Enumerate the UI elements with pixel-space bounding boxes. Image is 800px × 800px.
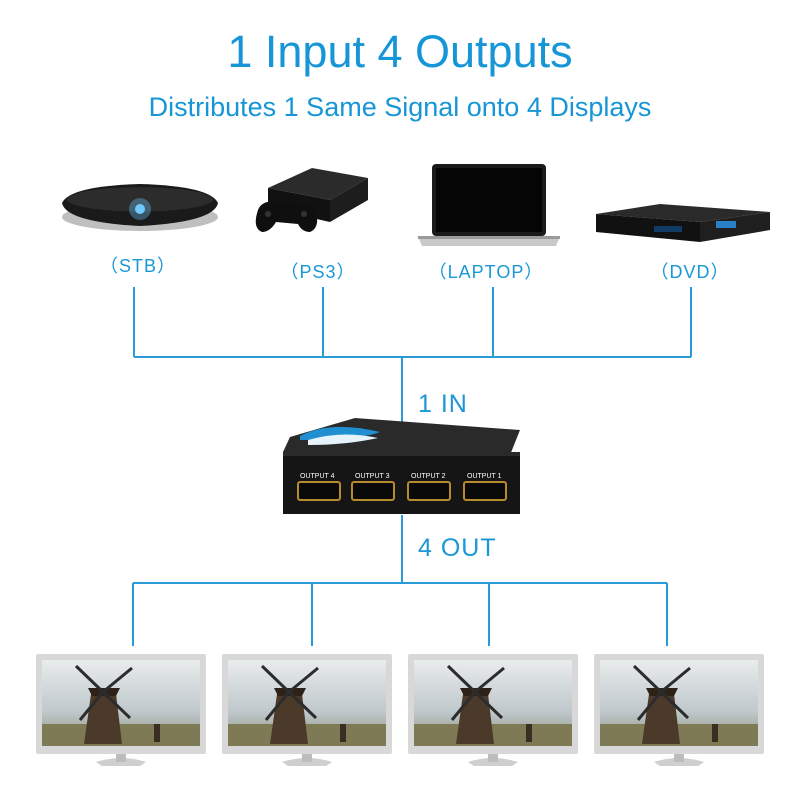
display-1 [34,652,208,768]
laptop-icon [418,164,560,246]
port-label-output-1: OUTPUT 1 [467,473,502,480]
page-subtitle: Distributes 1 Same Signal onto 4 Display… [148,92,652,122]
hdmi-port-output-4 [297,481,341,501]
display-2 [220,652,394,768]
display-3 [406,652,580,768]
hdmi-port-output-2 [407,481,451,501]
source-label-ps3: （PS3） [280,262,356,282]
port-label-output-3: OUTPUT 3 [355,473,390,480]
game-console-icon [255,168,368,232]
port-label-output-4: OUTPUT 4 [300,473,335,480]
display-4 [592,652,766,768]
hdmi-port-output-1 [463,481,507,501]
set-top-box-icon [62,184,218,231]
hdmi-ports [297,481,507,501]
source-label-dvd: （DVD） [650,262,730,282]
output-label: 4 OUT [418,534,497,562]
source-label-laptop: （LAPTOP） [428,262,544,282]
page-title: 1 Input 4 Outputs [227,26,573,77]
source-label-stb: （STB） [99,256,176,276]
hdmi-port-output-3 [351,481,395,501]
dvd-player-icon [596,204,770,242]
input-label: 1 IN [418,390,468,418]
port-label-output-2: OUTPUT 2 [411,473,446,480]
